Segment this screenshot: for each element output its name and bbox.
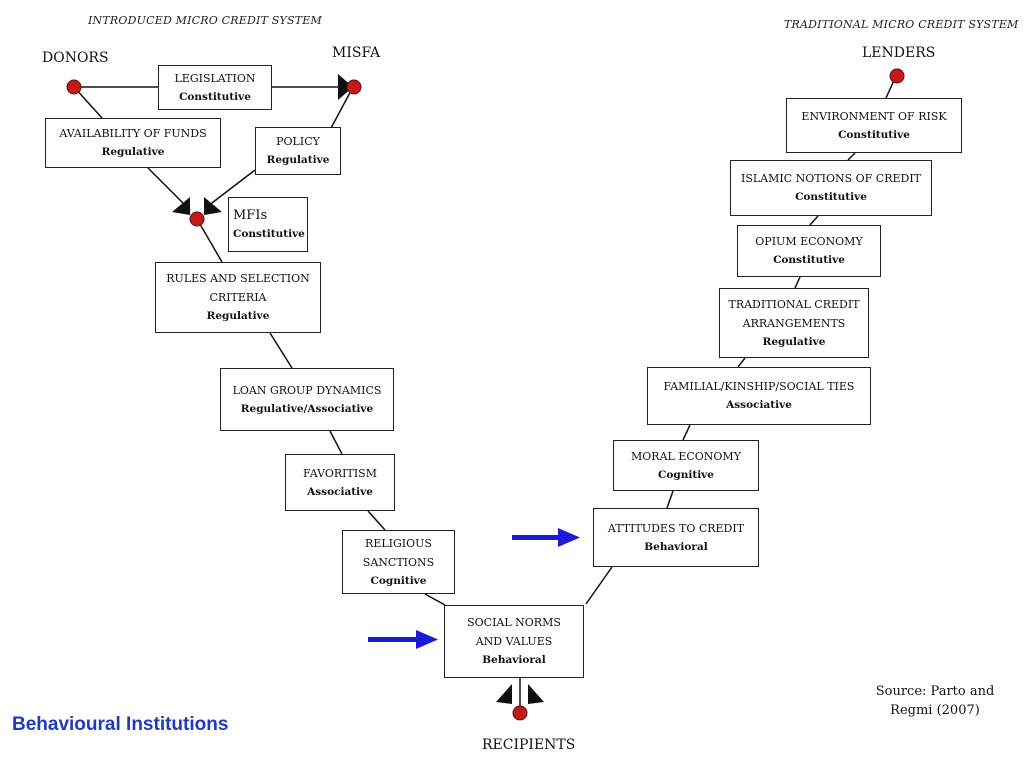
mfis-type: Constitutive <box>233 227 305 240</box>
loan-group-dynamics-box: LOAN GROUP DYNAMICS Regulative/Associati… <box>220 368 394 431</box>
loan-group-title: LOAN GROUP DYNAMICS <box>232 383 382 397</box>
availability-type: Regulative <box>101 146 165 158</box>
attitudes-to-credit-box: ATTITUDES TO CREDIT Behavioral <box>593 508 759 567</box>
rules-type: Regulative <box>206 310 270 322</box>
familial-type: Associative <box>726 399 792 411</box>
opium-type: Constitutive <box>773 254 845 266</box>
islamic-title: ISLAMIC NOTIONS OF CREDIT <box>740 172 922 185</box>
slide-title: Behavioural Institutions <box>12 714 229 735</box>
social-norms-type: Behavioral <box>482 654 546 666</box>
religious-title: RELIGIOUS SANCTIONS <box>362 536 435 569</box>
policy-type: Regulative <box>266 154 330 166</box>
rules-selection-criteria-box: RULES AND SELECTION CRITERIA Regulative <box>155 262 321 333</box>
environment-type: Constitutive <box>838 128 910 141</box>
islamic-notions-box: ISLAMIC NOTIONS OF CREDIT Constitutive <box>730 160 932 216</box>
social-norms-title: SOCIAL NORMS AND VALUES <box>467 616 561 648</box>
social-norms-arrow-icon <box>416 630 438 649</box>
source-citation: Source: Parto and Regmi (2007) <box>875 684 995 718</box>
favoritism-title: FAVORITISM <box>303 466 377 480</box>
legislation-type: Constitutive <box>179 90 251 103</box>
policy-box: POLICY Regulative <box>255 127 341 175</box>
mfis-box: MFIs Constitutive <box>228 197 308 252</box>
religious-sanctions-box: RELIGIOUS SANCTIONS Cognitive <box>342 530 455 594</box>
misfa-label: MISFA <box>332 45 381 61</box>
moral-economy-box: MORAL ECONOMY Cognitive <box>613 440 759 491</box>
availability-of-funds-box: AVAILABILITY OF FUNDS Regulative <box>45 118 221 168</box>
introduced-system-header: INTRODUCED MICRO CREDIT SYSTEM <box>88 14 322 27</box>
familial-ties-box: FAMILIAL/KINSHIP/SOCIAL TIES Associative <box>647 367 871 425</box>
lenders-node <box>889 68 905 84</box>
familial-title: FAMILIAL/KINSHIP/SOCIAL TIES <box>663 380 855 393</box>
traditional-credit-title: TRADITIONAL CREDIT ARRANGEMENTS <box>728 297 860 330</box>
moral-type: Cognitive <box>658 468 714 481</box>
opium-economy-box: OPIUM ECONOMY Constitutive <box>737 225 881 277</box>
legislation-box: LEGISLATION Constitutive <box>158 65 272 110</box>
opium-title: OPIUM ECONOMY <box>755 235 863 248</box>
attitudes-title: ATTITUDES TO CREDIT <box>607 521 745 535</box>
religious-type: Cognitive <box>370 574 427 587</box>
lenders-label: LENDERS <box>862 45 936 61</box>
rules-title: RULES AND SELECTION CRITERIA <box>166 272 310 304</box>
donors-node <box>66 79 82 95</box>
favoritism-type: Associative <box>307 485 373 498</box>
recipients-label: RECIPIENTS <box>482 737 576 753</box>
social-norms-arrow-shaft <box>368 637 420 642</box>
attitudes-type: Behavioral <box>644 540 708 553</box>
moral-title: MORAL ECONOMY <box>631 449 741 463</box>
attitudes-arrow-shaft <box>512 535 562 540</box>
recipients-node <box>512 705 528 721</box>
social-norms-values-box: SOCIAL NORMS AND VALUES Behavioral <box>444 605 584 678</box>
traditional-system-header: TRADITIONAL MICRO CREDIT SYSTEM <box>784 18 1019 31</box>
environment-of-risk-box: ENVIRONMENT OF RISK Constitutive <box>786 98 962 153</box>
favoritism-box: FAVORITISM Associative <box>285 454 395 511</box>
environment-title: ENVIRONMENT OF RISK <box>801 109 947 123</box>
misfa-node <box>346 79 362 95</box>
availability-title: AVAILABILITY OF FUNDS <box>59 127 207 140</box>
donors-label: DONORS <box>42 50 109 66</box>
legislation-title: LEGISLATION <box>174 71 256 85</box>
mfis-title: MFIs <box>233 207 268 223</box>
policy-title: POLICY <box>276 135 320 148</box>
traditional-credit-box: TRADITIONAL CREDIT ARRANGEMENTS Regulati… <box>719 288 869 358</box>
attitudes-arrow-icon <box>558 528 580 547</box>
traditional-credit-type: Regulative <box>762 335 826 348</box>
mfis-node <box>189 211 205 227</box>
loan-group-type: Regulative/Associative <box>240 402 374 415</box>
islamic-type: Constitutive <box>795 191 867 203</box>
